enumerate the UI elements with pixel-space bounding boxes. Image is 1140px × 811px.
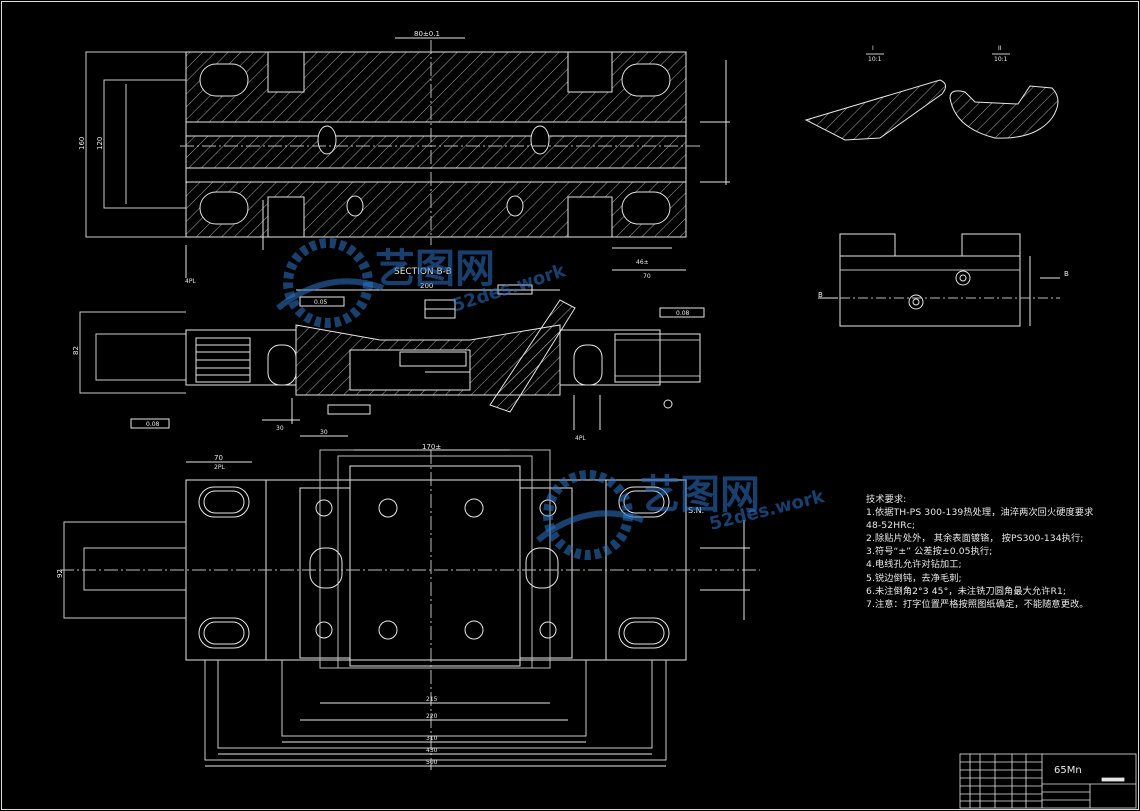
note-item: 5.锐边倒钝，去净毛刺; — [866, 572, 962, 584]
dim-top-160: 160 — [78, 137, 86, 150]
dim-bot-30: 30 — [320, 429, 328, 436]
tol-frame-c: 0.08 — [146, 421, 160, 428]
dim-mid-30: 30 — [276, 425, 284, 432]
dim-bot-92: 92 — [56, 569, 64, 578]
detail-left-scale: 10:1 — [868, 56, 882, 63]
dim-top-4pl: 4PL — [185, 278, 196, 285]
dim-bot-2pl: 2PL — [214, 464, 225, 471]
side-view-labels: B B — [818, 270, 1069, 299]
dim-bot-430: 430 — [426, 747, 438, 754]
dim-bot-220: 220 — [426, 713, 438, 720]
section-marker-left: B — [818, 291, 823, 299]
detail-right-letter: II — [998, 45, 1002, 52]
bottom-plan-labels: 170± 70 2PL 30 215 220 310 430 500 92 S.… — [56, 429, 704, 766]
dim-top-70: 70 — [643, 273, 651, 280]
watermark-logo-right-icon — [536, 470, 645, 560]
bottom-plan-view — [60, 435, 760, 770]
detail-left-letter: I — [872, 45, 874, 52]
technical-notes: 技术要求: 1.依据TH-PS 300-139热处理，油淬两次回火硬度要求 48… — [866, 493, 1128, 611]
tol-frame-b: 0.08 — [676, 310, 690, 317]
note-item: 2.除贴片处外， 其余表面镀铬， 按PS300-134执行; — [866, 533, 1084, 545]
notes-title: 技术要求: — [866, 494, 907, 505]
note-item: 7.注意：打字位置严格按照图纸确定，不能随意更改。 — [866, 598, 1089, 610]
section-bb-labels: SECTION B-B 200 82 0.05 0.08 0.08 30 4PL — [72, 267, 690, 442]
note-item: 6.未注倒角2°3 45°，未注铣刀圆角最大允许R1; — [866, 585, 1067, 597]
dim-top-120: 120 — [96, 137, 104, 150]
dim-bot-215: 215 — [426, 696, 438, 703]
dim-top-46: 46± — [636, 259, 649, 266]
section-bb-title: SECTION B-B — [394, 267, 452, 277]
note-item: 3.符号“±” 公差按±0.05执行; — [866, 546, 993, 558]
section-marker-right: B — [1064, 270, 1069, 278]
side-view — [818, 233, 1060, 327]
watermark-logo-left-icon — [276, 238, 385, 328]
dim-mid-200: 200 — [420, 282, 433, 290]
material-label: 65Mn — [1054, 765, 1082, 776]
dim-bot-170: 170± — [422, 443, 441, 451]
top-section-view — [85, 37, 730, 278]
top-view-dims: 80±0.1 160 120 4PL 46± 70 — [78, 30, 651, 285]
serial-number-mark: S.N. — [688, 506, 704, 515]
dim-mid-4pl: 4PL — [575, 435, 586, 442]
note-item: 4.电线孔允许对钻加工; — [866, 559, 962, 571]
title-block — [959, 753, 1137, 809]
dim-bot-500: 500 — [426, 759, 438, 766]
tol-frame-a: 0.05 — [314, 299, 328, 306]
dim-mid-82: 82 — [72, 346, 80, 355]
note-item: 48-52HRc; — [866, 520, 916, 532]
detail-views: I 10:1 II 10:1 — [804, 45, 1059, 141]
dim-top-80: 80±0.1 — [414, 30, 440, 38]
dim-bot-310: 310 — [426, 735, 438, 742]
detail-right-scale: 10:1 — [994, 56, 1008, 63]
dim-bot-70: 70 — [214, 454, 223, 462]
section-bb-view — [79, 284, 705, 430]
note-item: 1.依据TH-PS 300-139热处理，油淬两次回火硬度要求 — [866, 507, 1094, 519]
